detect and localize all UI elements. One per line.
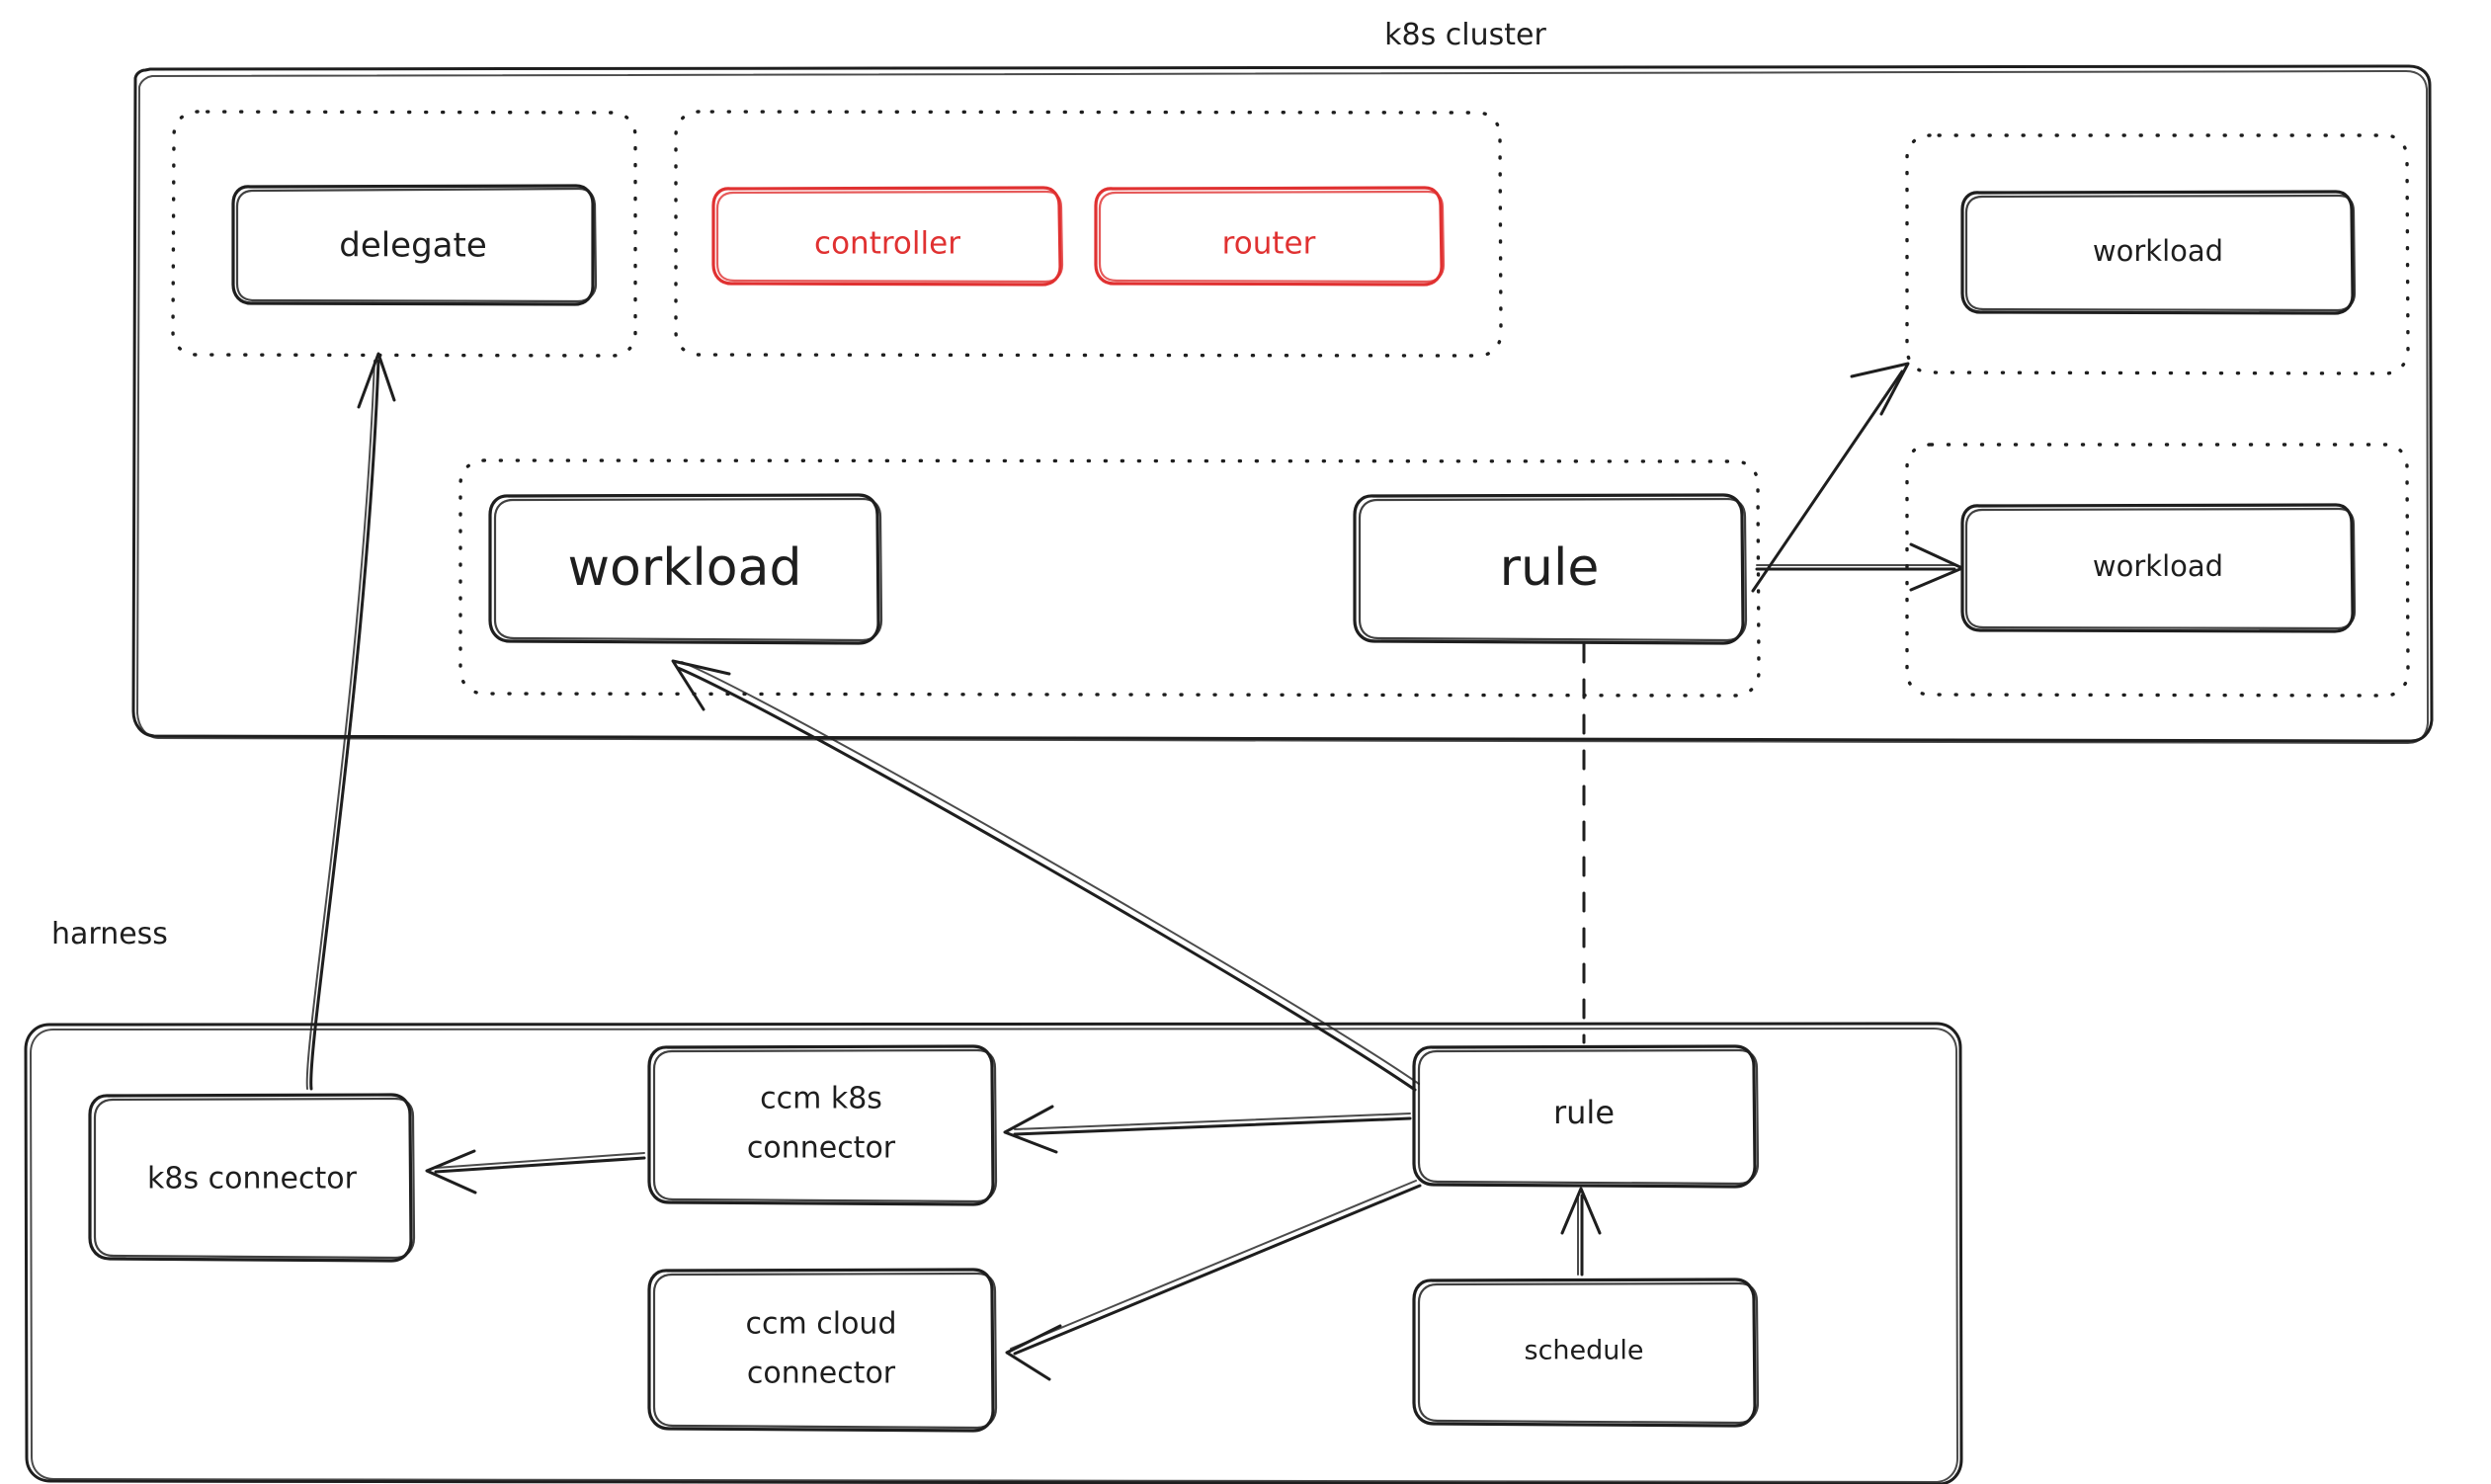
edge-rulecluster-to-workload-top: [1751, 362, 1910, 593]
node-workload-main-label: workload: [568, 538, 802, 598]
node-ccm-cloud-connector-label-1: ccm cloud: [746, 1307, 897, 1342]
node-workload-main[interactable]: workload: [488, 493, 883, 645]
node-rule-harness-label: rule: [1553, 1094, 1615, 1131]
edge-schedule-to-rule: [1560, 1187, 1602, 1277]
control-plane-group-boundary: [674, 110, 1503, 358]
node-rule-cluster[interactable]: rule: [1353, 493, 1748, 645]
node-ccm-k8s-connector-label-2: connector: [747, 1131, 896, 1166]
k8s-cluster-title: k8s cluster: [1384, 18, 1546, 52]
node-rule-harness[interactable]: rule: [1412, 1044, 1760, 1189]
node-k8s-connector-label: k8s connector: [147, 1162, 358, 1196]
edge-k8sconn-to-delegate: [305, 352, 396, 1091]
node-workload-bottom-right-label: workload: [2093, 549, 2223, 583]
node-workload-top-right-label: workload: [2093, 234, 2223, 268]
node-ccm-cloud-connector[interactable]: ccm cloud connector: [647, 1268, 998, 1433]
edge-ccmk8s-to-k8sconn: [425, 1149, 646, 1195]
k8s-cluster-container: k8s cluster: [131, 18, 2434, 744]
node-ccm-cloud-connector-label-2: connector: [747, 1357, 896, 1391]
node-delegate-label: delegate: [339, 226, 487, 266]
edge-rule-to-workload-main: [671, 659, 1420, 1092]
node-ccm-k8s-connector[interactable]: ccm k8s connector: [647, 1044, 998, 1206]
node-schedule-label: schedule: [1525, 1336, 1644, 1366]
node-rule-cluster-label: rule: [1500, 538, 1600, 598]
edge-rulecluster-to-workload-bottom: [1755, 542, 1964, 592]
harness-title: harness: [51, 917, 168, 951]
node-router[interactable]: router: [1094, 186, 1446, 287]
node-delegate[interactable]: delegate: [231, 184, 598, 306]
edge-rule-to-ccmk8s: [1003, 1105, 1412, 1154]
workload-rule-group-boundary: [458, 458, 1761, 698]
node-workload-top-right[interactable]: workload: [1960, 190, 2357, 315]
node-ccm-k8s-connector-label-1: ccm k8s: [760, 1082, 882, 1116]
node-controller[interactable]: controller: [711, 186, 1064, 287]
edge-rule-to-ccmcloud: [1005, 1180, 1422, 1381]
node-controller-label: controller: [814, 226, 960, 262]
node-k8s-connector[interactable]: k8s connector: [88, 1093, 416, 1263]
node-router-label: router: [1222, 226, 1316, 262]
node-schedule[interactable]: schedule: [1412, 1278, 1760, 1428]
workload-top-group-boundary: [1905, 133, 2410, 375]
harness-container: harness: [24, 917, 1963, 1484]
node-workload-bottom-right[interactable]: workload: [1960, 503, 2357, 633]
